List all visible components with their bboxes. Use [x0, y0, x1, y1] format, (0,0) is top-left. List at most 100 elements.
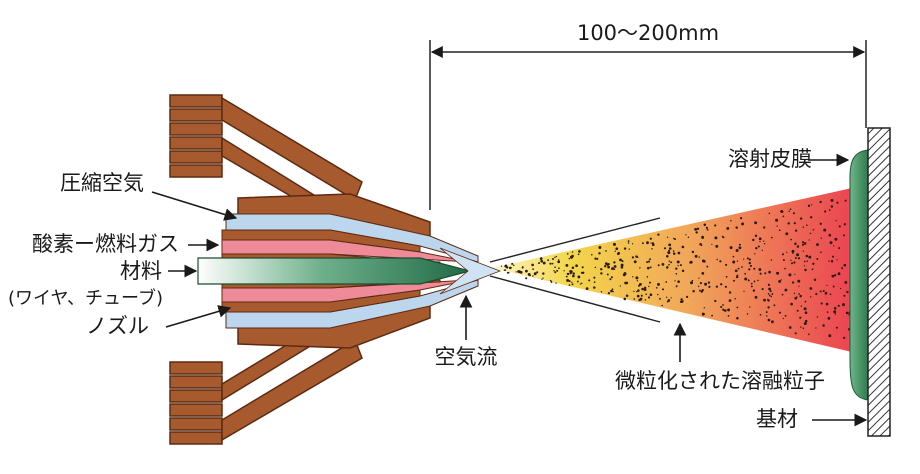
particle-dot: [804, 300, 807, 303]
particle-dot: [767, 299, 770, 302]
particle-dot: [791, 249, 795, 253]
particle-dot: [766, 315, 768, 317]
particle-dot: [542, 261, 546, 265]
particle-dot: [668, 247, 671, 250]
particle-dot: [843, 263, 847, 267]
particle-dot: [794, 273, 796, 275]
particle-dot: [668, 260, 670, 262]
particle-dot: [610, 276, 613, 279]
particle-dot: [750, 285, 753, 288]
particle-dot: [797, 279, 801, 283]
particle-dot: [843, 234, 845, 237]
particle-dot: [834, 313, 837, 315]
particle-dot: [643, 288, 647, 291]
particle-dot: [661, 288, 665, 291]
particle-dot: [794, 242, 797, 246]
particle-dot: [740, 217, 743, 220]
particle-dot: [752, 289, 756, 292]
particle-dot: [732, 260, 736, 264]
particle-dot: [698, 285, 700, 287]
particle-dot: [620, 263, 624, 267]
particle-dot: [816, 316, 819, 318]
particle-dot: [550, 281, 553, 283]
particle-dot: [558, 259, 560, 261]
particle-dot: [724, 285, 728, 288]
particle-dot: [767, 318, 771, 322]
molten-particles: [500, 198, 854, 340]
particle-dot: [736, 274, 739, 277]
particle-dot: [754, 253, 756, 255]
particle-dot: [666, 236, 669, 239]
particle-dot: [767, 293, 770, 295]
particle-dot: [799, 217, 803, 220]
label-material: 材料: [120, 259, 162, 283]
particle-dot: [729, 246, 733, 250]
particle-dot: [610, 289, 613, 293]
particle-dot: [778, 311, 782, 314]
particle-dot: [790, 238, 792, 241]
particle-dot: [687, 236, 690, 239]
particle-dot: [519, 271, 523, 274]
particle-dot: [808, 333, 810, 336]
particle-dot: [639, 297, 643, 301]
particle-dot: [504, 269, 507, 271]
particle-dot: [568, 284, 571, 286]
particle-dot: [790, 302, 793, 306]
particle-dot: [787, 222, 790, 225]
particle-dot: [754, 234, 758, 237]
particle-dot: [736, 260, 739, 262]
particle-dot: [832, 285, 835, 288]
air-flow-lines: [489, 217, 661, 323]
particle-dot: [833, 245, 835, 247]
particle-dot: [707, 281, 711, 284]
particle-dot: [830, 198, 834, 202]
particle-dot: [734, 297, 736, 300]
particle-dot: [701, 272, 705, 275]
particle-dot: [701, 259, 705, 263]
particle-dot: [666, 300, 669, 303]
particle-dot: [776, 225, 778, 227]
particle-dot: [643, 286, 647, 289]
particle-dot: [571, 283, 574, 286]
particle-dot: [631, 243, 634, 245]
particle-dot: [763, 226, 766, 229]
particle-dot: [606, 273, 609, 276]
particle-dot: [763, 240, 765, 242]
particle-dot: [591, 253, 593, 256]
particle-dot: [649, 258, 652, 261]
particle-dot: [661, 263, 665, 266]
particle-dot: [705, 226, 708, 229]
particle-dot: [736, 316, 739, 320]
particle-dot: [757, 279, 759, 282]
particle-dot: [799, 294, 802, 298]
particle-dot: [836, 201, 839, 204]
particle-dot: [509, 266, 512, 269]
particle-dot: [536, 271, 539, 274]
particle-dot: [793, 292, 796, 294]
particle-dot: [749, 264, 752, 267]
particle-dot: [730, 219, 732, 222]
particle-dot: [735, 249, 739, 252]
label-nozzle: ノズル: [86, 314, 149, 338]
particle-dot: [677, 251, 681, 255]
spray-cone: [492, 188, 852, 352]
particle-dot: [594, 257, 597, 260]
particle-dot: [820, 251, 822, 254]
particle-dot: [796, 309, 799, 312]
particle-dot: [830, 205, 834, 208]
particle-dot: [736, 306, 739, 309]
particle-dot: [753, 280, 756, 283]
particle-dot: [576, 280, 579, 283]
particle-dot: [640, 294, 643, 297]
particle-dot: [831, 274, 835, 278]
particle-dot: [748, 268, 751, 271]
particle-dot: [768, 287, 771, 291]
particle-dot: [732, 255, 735, 258]
particle-dot: [538, 262, 540, 265]
particle-dot: [699, 282, 702, 285]
particle-dot: [554, 256, 556, 259]
particle-dot: [685, 234, 687, 236]
particle-dot: [667, 251, 671, 255]
particle-dot: [625, 294, 629, 298]
particle-dot: [794, 257, 797, 259]
